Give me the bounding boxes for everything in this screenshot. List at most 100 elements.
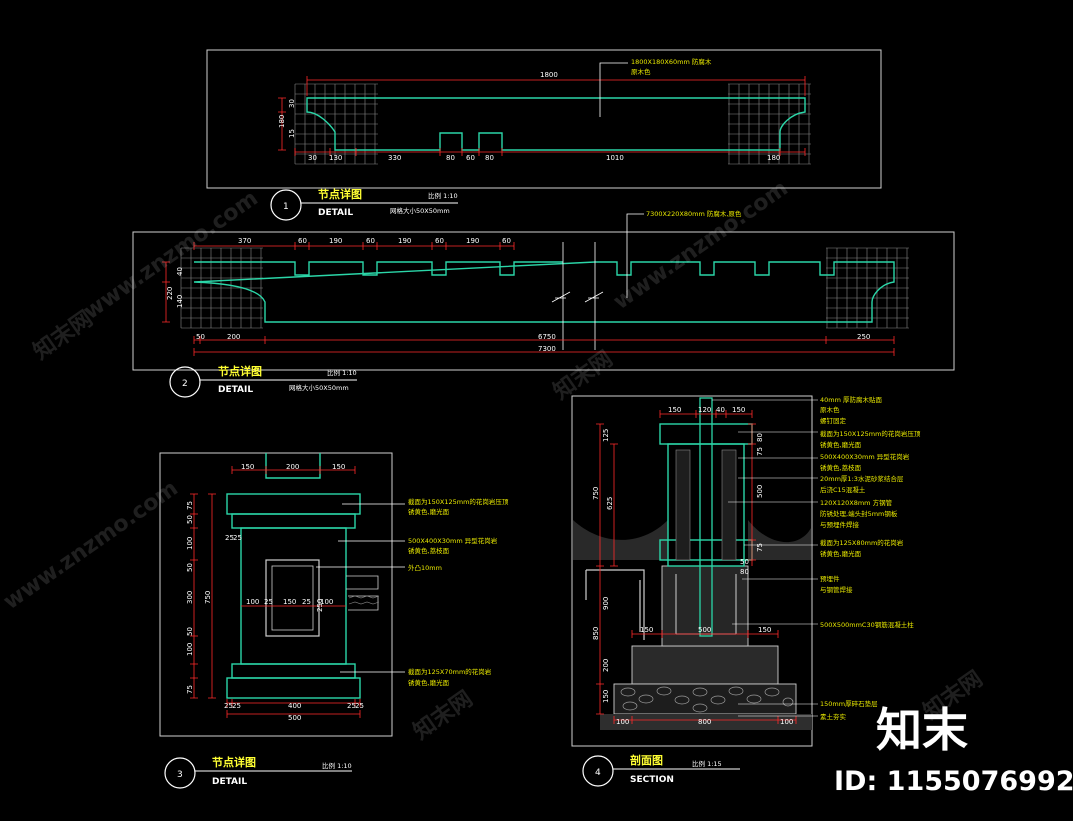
detail-3-frame	[159, 452, 393, 737]
detail-4-dim-l4: 850	[592, 627, 600, 640]
detail-3-number-circle	[164, 757, 196, 789]
detail-4-scale: 比例 1:15	[692, 759, 722, 768]
detail-3-note-0: 截面为150X125mm的花岗岩压顶	[408, 497, 509, 506]
detail-4-title: 剖面图	[630, 753, 663, 767]
detail-3-dims-bottom: 25 25 400 25 25 500	[224, 702, 364, 722]
detail-4-number: 4	[595, 768, 601, 778]
detail-4-dim-b2: 100	[780, 718, 793, 726]
detail-4-dim-l0: 125	[602, 429, 610, 442]
detail-4-dim-l1: 750	[592, 487, 600, 500]
detail-3-dim-b3: 25	[347, 702, 356, 710]
detail-4-dim-l6: 150	[602, 690, 610, 703]
detail-1-dim-b4: 60	[466, 154, 475, 162]
detail-3-subtitle: DETAIL	[212, 777, 247, 787]
detail-1-dim-b7: 180	[767, 154, 780, 162]
detail-4-dim-l3: 900	[602, 597, 610, 610]
detail-4-dim-t1: 120	[698, 406, 711, 414]
detail-1-dims-bottom: 30 130 330 80 60 80 1010 180	[308, 154, 780, 162]
detail-2-dim-l1: 220	[166, 287, 174, 300]
detail-4-dim-l2: 625	[606, 497, 614, 510]
watermark-site-1: www.znzmo.com	[79, 186, 263, 325]
detail-4-dim-m2: 150	[758, 626, 771, 634]
detail-2-number: 2	[182, 379, 188, 389]
detail-1-dim-b6: 1010	[606, 154, 624, 162]
detail-3-dims-top: 150 200 150	[241, 463, 345, 471]
detail-4-dim-b0: 100	[616, 718, 629, 726]
detail-2-drawing: 370 60 190 60 190 60 190 60 50 200 6750 …	[132, 209, 955, 398]
detail-3-dim-l6: 100	[186, 643, 194, 656]
detail-4-notes: 40mm 厚防腐木贴面 原木色 螺钉固定 截面为150X125mm的花岗岩压顶 …	[820, 395, 921, 721]
detail-1-dim-b3: 80	[446, 154, 455, 162]
detail-1-title: 节点详图	[318, 187, 362, 201]
detail-1-dim-total: 1800	[540, 71, 558, 79]
detail-2-callout: 7300X220X80mm 防腐木,原色	[646, 209, 742, 218]
detail-4-number-circle	[582, 755, 614, 787]
watermark-site-2: www.znzmo.com	[0, 476, 183, 615]
detail-4-note-14: 预埋件	[820, 574, 840, 583]
detail-4-dim-r0: 80	[756, 433, 764, 442]
detail-3-dim-i6: 25	[233, 534, 242, 542]
detail-2-grid-right	[826, 247, 909, 329]
detail-3-dim-b0: 25	[224, 702, 233, 710]
detail-4-dim-r2: 500	[756, 485, 764, 498]
detail-2-title: 节点详图	[218, 364, 262, 378]
detail-4-dims-mid: 150 500 150	[640, 626, 771, 634]
detail-4-dims-bottom: 100 800 100	[616, 718, 793, 726]
detail-4-dim-t3: 150	[732, 406, 745, 414]
detail-2-dim-l0: 40	[176, 267, 184, 276]
detail-3-dim-l8: 750	[204, 591, 212, 604]
detail-3-dim-l7: 75	[186, 685, 194, 694]
detail-4-note-16: 500X500mmC30钢筋混凝土柱	[820, 620, 914, 629]
detail-2-dim-t2: 190	[329, 237, 342, 245]
detail-2-dim-b1: 200	[227, 333, 240, 341]
detail-2-dim-t7: 60	[502, 237, 511, 245]
detail-4-dim-r1: 75	[756, 447, 764, 456]
detail-3-note-4: 外凸10mm	[408, 563, 442, 572]
detail-4-note-1: 原木色	[820, 405, 840, 414]
detail-3-dim-l0: 75	[186, 501, 194, 510]
detail-3-dim-t1: 200	[286, 463, 299, 471]
detail-2-scale: 比例 1:10	[327, 368, 357, 377]
detail-1-dim-l2: 15	[288, 129, 296, 138]
detail-3-pillar	[226, 453, 361, 699]
detail-3-note-5: 截面为125X70mm的花岗岩	[408, 667, 492, 676]
detail-3-dim-b1: 25	[232, 702, 241, 710]
detail-3-dims-inner: 100 25 150 25 100 25 25 250	[225, 534, 333, 612]
detail-4-note-10: 防锈处理,端头封5mm钢板	[820, 509, 898, 518]
detail-2-dim-b0: 50	[196, 333, 205, 341]
detail-1-subtitle: DETAIL	[318, 208, 353, 218]
detail-3-dim-b5: 500	[288, 714, 301, 722]
detail-3-note-3: 锈黄色,荔枝面	[408, 546, 450, 555]
logo-text: 知末	[876, 703, 968, 757]
detail-1-number-circle	[270, 189, 302, 221]
image-id: ID: 1155076992	[834, 766, 1073, 797]
detail-2-dim-t5: 60	[435, 237, 444, 245]
detail-1-dim-l0: 30	[288, 99, 296, 108]
detail-4-note-13: 锈黄色,磨光面	[820, 549, 862, 558]
detail-2-dim-t0: 370	[238, 237, 251, 245]
detail-1-number: 1	[283, 202, 289, 212]
detail-2-dim-t6: 190	[466, 237, 479, 245]
detail-4-note-17: 150mm厚碎石垫层	[820, 699, 878, 708]
detail-4-note-6: 锈黄色,荔枝面	[820, 463, 862, 472]
detail-4-dim-t2: 40	[716, 406, 725, 414]
detail-3-dim-i3: 25	[302, 598, 311, 606]
detail-4-steel-tube	[699, 397, 713, 637]
detail-3-dim-t0: 150	[241, 463, 254, 471]
detail-4-dims-top: 150 120 40 150	[668, 406, 745, 414]
detail-4-dim-t0: 150	[668, 406, 681, 414]
detail-2-dims-bottom: 50 200 6750 250 7300	[196, 333, 870, 353]
detail-3-dim-i2: 150	[283, 598, 296, 606]
detail-3-dims-left: 75 50 100 50 300 50 100 75 750	[186, 501, 212, 694]
detail-1-dims-left: 30 180 15	[278, 99, 296, 138]
brand-logo: 知末	[876, 703, 968, 757]
detail-4-dim-r4: 50	[740, 558, 749, 566]
detail-1-dim-l1: 180	[278, 115, 286, 128]
detail-4-dim-r5: 80	[740, 568, 749, 576]
detail-4-pillar	[659, 423, 753, 567]
detail-3-note-2: 500X400X30mm 异型花岗岩	[408, 536, 498, 545]
detail-3-note-6: 锈黄色,磨光面	[408, 678, 450, 687]
detail-3-dim-l4: 300	[186, 591, 194, 604]
detail-3-dim-t2: 150	[332, 463, 345, 471]
detail-1-callout-1: 原木色	[631, 67, 651, 76]
